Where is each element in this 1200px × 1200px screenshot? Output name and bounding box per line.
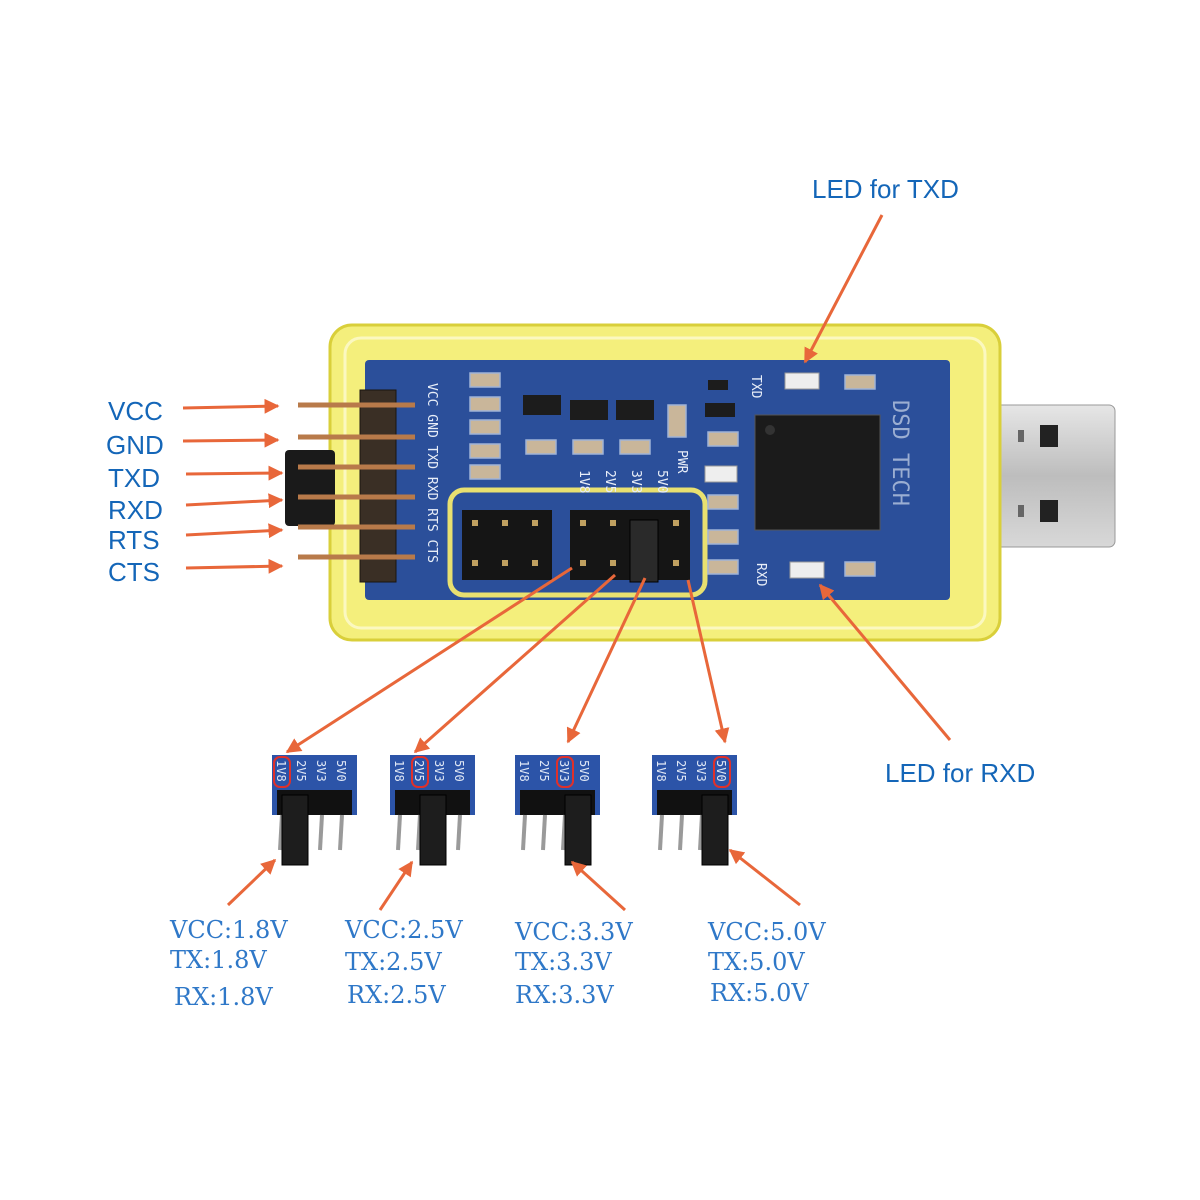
header-pin (678, 814, 684, 851)
pcb: VCC GND TXD RXD RTS CTS 1V8 2V5 3V3 5V0 … (365, 360, 950, 600)
header-pin (318, 814, 324, 851)
header-pin (541, 814, 547, 851)
tx-text: TX:1.8V (170, 946, 267, 974)
usb-plug (974, 404, 1116, 548)
jumper-headers (462, 510, 690, 583)
module-label: 5V0 (577, 760, 591, 782)
rx-text: RX:3.3V (515, 981, 614, 1009)
module-arrows (226, 848, 801, 912)
vcc-text: VCC:1.8V (169, 916, 288, 944)
silkscreen-rxd: RXD (753, 563, 768, 587)
rx-text: RX:1.8V (174, 983, 273, 1011)
voltage-setting-5v0: VCC:5.0V TX:5.0V RX:5.0V (707, 918, 826, 1007)
rxd-led (789, 561, 825, 579)
module-label: 5V0 (714, 760, 728, 782)
jumper-cap (564, 794, 592, 866)
module-label: 1V8 (517, 760, 531, 782)
pwr-led (704, 465, 738, 483)
module-label: 3V3 (694, 760, 708, 782)
header-pin (338, 814, 344, 851)
vcc-text: VCC:2.5V (344, 916, 463, 944)
silkscreen-3v3: 3V3 (628, 470, 643, 493)
pin-label-vcc: VCC (108, 396, 163, 426)
pin-arrows (182, 398, 284, 574)
led-rxd-label: LED for RXD (885, 758, 1035, 788)
selected-circle (411, 756, 429, 788)
jumper-module-5v0: 1V8 2V5 3V3 5V0 (652, 755, 737, 866)
jumper-arrows (285, 566, 730, 754)
voltage-setting-1v8: VCC:1.8V TX:1.8V RX:1.8V (169, 916, 288, 1011)
module-label: 2V5 (294, 760, 308, 782)
jumper-module-3v3: 1V8 2V5 3V3 5V0 (515, 755, 600, 866)
txd-led (784, 372, 820, 390)
silkscreen-pins: VCC GND TXD RXD RTS CTS (424, 383, 439, 563)
jumper-cap (419, 794, 447, 866)
pin-label-rts: RTS (108, 525, 160, 555)
pin-labels: VCC GND TXD RXD RTS CTS (106, 396, 164, 587)
silkscreen-txd: TXD (748, 375, 763, 399)
jumper-cap (281, 794, 309, 866)
header-pin (521, 814, 527, 851)
module-label: 1V8 (392, 760, 406, 782)
selected-circle (556, 756, 574, 788)
usb-uart-chip (754, 414, 881, 531)
brand-logo: DSD TECH (887, 400, 912, 506)
tx-text: TX:2.5V (345, 948, 442, 976)
pin-header (285, 389, 415, 583)
pin-label-gnd: GND (106, 430, 164, 460)
selected-circle (273, 756, 291, 788)
selected-circle (713, 756, 731, 788)
tx-text: TX:5.0V (708, 948, 805, 976)
module-label: 3V3 (432, 760, 446, 782)
vcc-text: VCC:3.3V (514, 918, 633, 946)
module-label: 2V5 (537, 760, 551, 782)
pin-label-txd: TXD (108, 463, 160, 493)
jumper-cap[interactable] (629, 519, 659, 583)
silkscreen-5v0: 5V0 (654, 470, 669, 493)
silkscreen-pwr: PWR (674, 450, 689, 474)
jumper-cap (701, 794, 729, 866)
module-label: 1V8 (274, 760, 288, 782)
rx-text: RX:5.0V (710, 979, 809, 1007)
rx-text: RX:2.5V (347, 981, 446, 1009)
module-label: 5V0 (452, 760, 466, 782)
jumper-modules: 1V8 2V5 3V3 5V0 1V8 2V5 3V3 5V0 1V8 2V5 3V3 5V0 1V8 2… (272, 755, 737, 866)
jumper-module-1v8: 1V8 2V5 3V3 5V0 (272, 755, 357, 866)
header-pin (456, 814, 462, 851)
led-txd-label: LED for TXD (812, 174, 959, 204)
vcc-text: VCC:5.0V (707, 918, 826, 946)
led-arrows (803, 214, 952, 741)
voltage-setting-3v3: VCC:3.3V TX:3.3V RX:3.3V (514, 918, 633, 1009)
module-label: 3V3 (557, 760, 571, 782)
header-pin (658, 814, 664, 851)
tx-text: TX:3.3V (515, 948, 612, 976)
jumper-module-2v5: 1V8 2V5 3V3 5V0 (390, 755, 475, 866)
module-label: 2V5 (674, 760, 688, 782)
header-pin (396, 814, 402, 851)
module-label: 3V3 (314, 760, 328, 782)
silkscreen-2v5: 2V5 (602, 470, 617, 493)
module-label: 2V5 (412, 760, 426, 782)
silkscreen-1v8: 1V8 (576, 470, 591, 493)
pin-label-cts: CTS (108, 557, 160, 587)
pin-label-rxd: RXD (108, 495, 163, 525)
module-label: 1V8 (654, 760, 668, 782)
module-label: 5V0 (334, 760, 348, 782)
voltage-setting-2v5: VCC:2.5V TX:2.5V RX:2.5V (344, 916, 463, 1009)
